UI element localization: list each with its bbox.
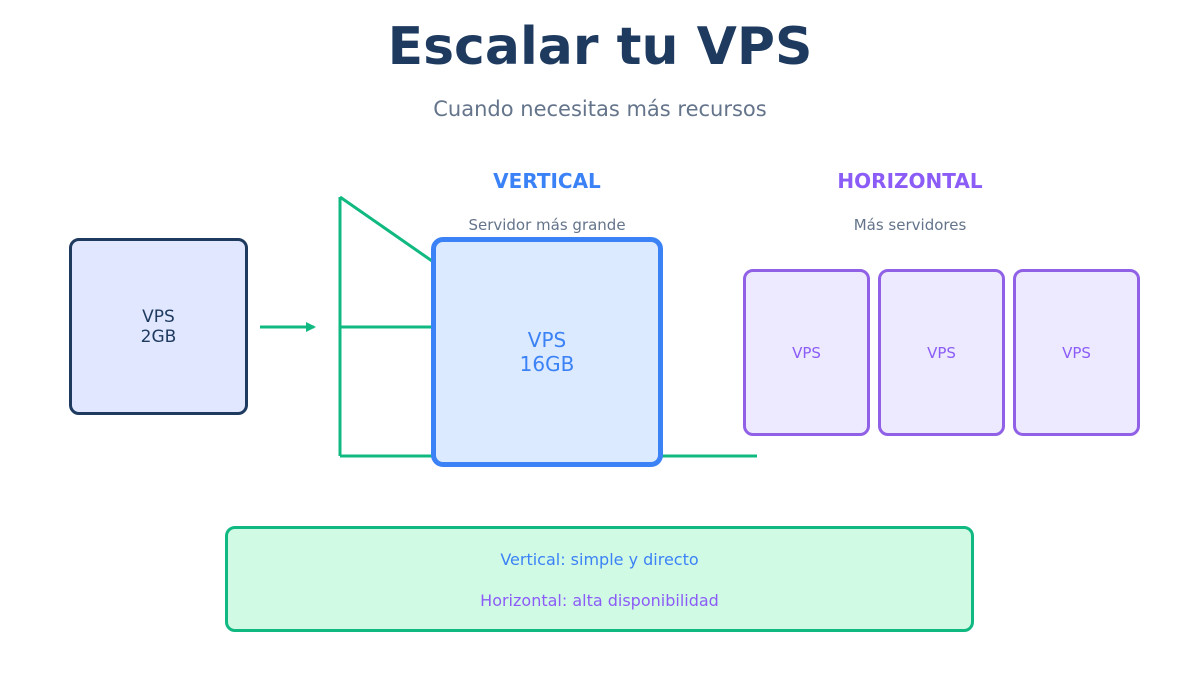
horizontal-caption: Más servidores: [853, 216, 967, 234]
current-vps-label: VPS: [142, 306, 175, 327]
diagram-subtitle: Cuando necesitas más recursos: [433, 97, 767, 121]
diagram-title: Escalar tu VPS: [387, 17, 813, 77]
vertical-heading: VERTICAL: [493, 169, 601, 193]
summary-box: Vertical: simple y directo Horizontal: a…: [225, 526, 974, 632]
vertical-vps-size: 16GB: [519, 352, 575, 376]
horizontal-vps-label: VPS: [927, 343, 956, 362]
vertical-caption: Servidor más grande: [468, 216, 626, 234]
horizontal-vps-box-3: VPS: [1013, 269, 1140, 436]
horizontal-vps-label: VPS: [792, 343, 821, 362]
current-vps-size: 2GB: [140, 326, 177, 347]
branch-diagonal: [339, 195, 446, 272]
horizontal-vps-box-1: VPS: [743, 269, 870, 436]
horizontal-vps-box-2: VPS: [878, 269, 1005, 436]
horizontal-heading: HORIZONTAL: [837, 169, 983, 193]
summary-horizontal: Horizontal: alta disponibilidad: [480, 591, 719, 610]
summary-vertical: Vertical: simple y directo: [500, 550, 699, 569]
horizontal-vps-label: VPS: [1062, 343, 1091, 362]
current-vps-box: VPS 2GB: [69, 238, 248, 415]
vertical-vps-label: VPS: [527, 328, 567, 352]
vertical-vps-box: VPS 16GB: [431, 237, 663, 467]
